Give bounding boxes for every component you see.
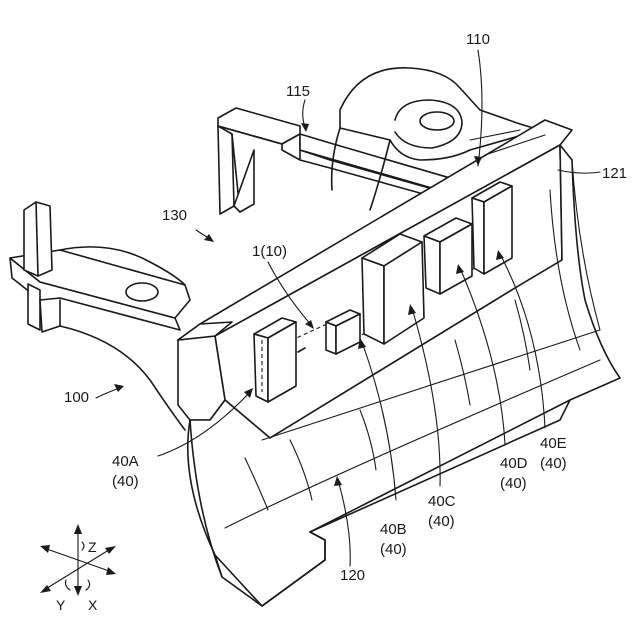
label-40D-sub: (40) (500, 475, 527, 492)
mount-hole (420, 112, 454, 130)
label-115: 115 (286, 83, 310, 100)
axis-y-label: Y (56, 597, 66, 613)
label-40A: 40A (112, 453, 139, 470)
label-40A-sub: (40) (112, 473, 139, 490)
label-40C-sub: (40) (428, 513, 455, 530)
label-100: 100 (64, 389, 89, 406)
label-40D: 40D (500, 455, 528, 472)
label-110: 110 (466, 31, 490, 48)
label-121: 121 (602, 165, 627, 182)
label-40B-sub: (40) (380, 541, 407, 558)
label-40C: 40C (428, 493, 456, 510)
bracket-hole-left (126, 283, 158, 301)
label-40E: 40E (540, 435, 567, 452)
axis-z-label: Z (88, 539, 97, 555)
label-1-10: 1(10) (252, 243, 287, 260)
label-130: 130 (162, 207, 187, 224)
axis-indicator: Z Y X (40, 524, 116, 613)
component-40A (254, 318, 296, 402)
axis-x-label: X (88, 597, 98, 613)
label-40B: 40B (380, 521, 407, 538)
label-40E-sub: (40) (540, 455, 567, 472)
component-40E (472, 182, 512, 274)
label-120: 120 (340, 567, 365, 584)
